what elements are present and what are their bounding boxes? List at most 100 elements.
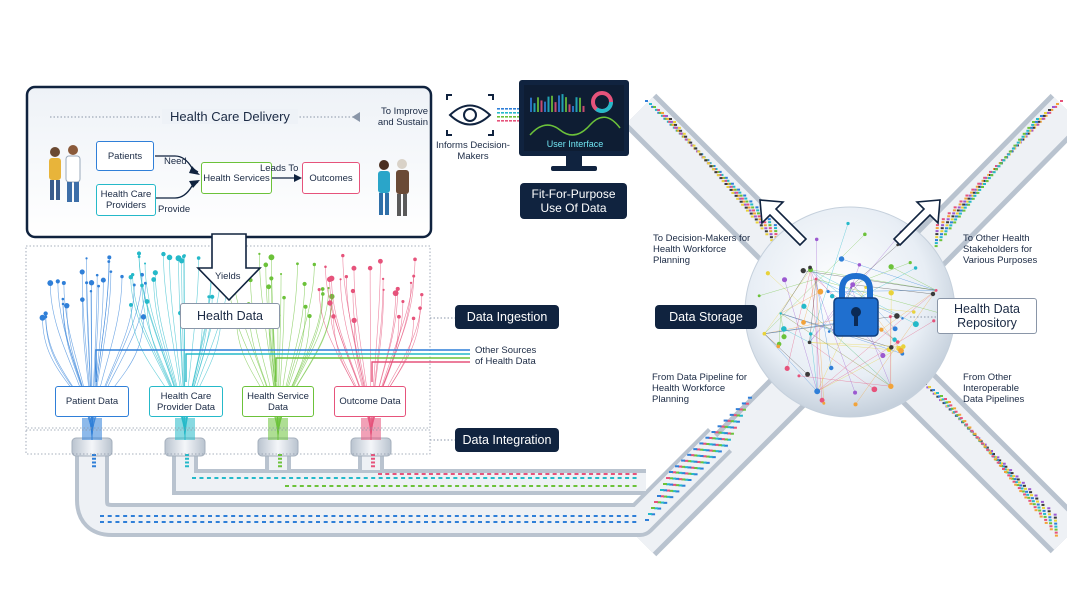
network-link bbox=[841, 258, 937, 291]
network-node bbox=[850, 282, 856, 288]
data-packet bbox=[1002, 159, 1006, 162]
data-packet bbox=[505, 116, 508, 118]
delivery-title: Health Care Delivery bbox=[162, 109, 298, 124]
data-packet bbox=[723, 438, 728, 441]
data-packet bbox=[393, 521, 398, 523]
data-packet bbox=[400, 515, 405, 517]
monitor-bar bbox=[547, 96, 550, 112]
data-packet bbox=[752, 209, 756, 212]
monitor-bar bbox=[537, 97, 539, 112]
data-packet bbox=[192, 521, 197, 523]
data-packet bbox=[493, 521, 498, 523]
data-packet bbox=[668, 120, 672, 123]
data-packet bbox=[665, 115, 668, 117]
data-packet bbox=[1028, 499, 1032, 502]
to-other-stakeholders-label: To Other Health Stakeholders for Various… bbox=[963, 233, 1038, 266]
data-packet bbox=[679, 129, 683, 132]
data-packet bbox=[934, 392, 937, 395]
data-packet bbox=[185, 457, 189, 460]
data-packet bbox=[416, 515, 421, 517]
network-node bbox=[827, 330, 831, 333]
data-packet bbox=[578, 515, 583, 517]
data-packet bbox=[555, 521, 560, 523]
network-node bbox=[901, 344, 906, 349]
data-ingestion-box: Data Ingestion bbox=[455, 305, 559, 329]
data-packet bbox=[559, 473, 564, 475]
data-packet bbox=[732, 185, 736, 188]
data-packet bbox=[254, 515, 259, 517]
fibre-dot bbox=[88, 280, 95, 286]
data-packet bbox=[693, 467, 698, 469]
informs-label: Informs Decision-Makers bbox=[436, 140, 510, 162]
data-packet bbox=[192, 515, 197, 517]
data-packet bbox=[769, 230, 773, 233]
data-packet bbox=[616, 515, 621, 517]
data-packet bbox=[953, 206, 957, 209]
data-packet bbox=[970, 429, 974, 432]
data-packet bbox=[1054, 522, 1058, 525]
data-packet bbox=[690, 466, 695, 469]
monitor-bar bbox=[565, 97, 567, 112]
data-packet bbox=[407, 473, 412, 475]
data-packet bbox=[755, 206, 759, 209]
data-packet bbox=[741, 402, 746, 405]
monitor-bar bbox=[568, 104, 571, 112]
data-packet bbox=[934, 245, 938, 248]
data-packet bbox=[935, 233, 939, 236]
data-packet bbox=[704, 159, 708, 162]
leads-to-label: Leads To bbox=[260, 163, 299, 174]
data-packet bbox=[945, 227, 948, 230]
x-pipe-data-streams bbox=[645, 100, 1063, 537]
data-packet bbox=[723, 444, 728, 447]
data-packet bbox=[767, 218, 771, 221]
data-packet bbox=[497, 108, 500, 110]
data-packet bbox=[696, 461, 701, 463]
data-packet bbox=[423, 477, 428, 479]
data-packet bbox=[732, 420, 737, 423]
data-packet bbox=[477, 485, 482, 487]
data-packet bbox=[508, 515, 513, 517]
data-packet bbox=[200, 521, 205, 523]
data-packet bbox=[940, 230, 944, 233]
data-packet bbox=[935, 227, 939, 230]
data-packet bbox=[1039, 515, 1043, 518]
data-packet bbox=[1008, 150, 1012, 153]
data-packet bbox=[524, 515, 529, 517]
data-packet bbox=[971, 188, 975, 191]
data-packet bbox=[714, 450, 719, 453]
data-packet bbox=[696, 448, 701, 451]
data-packet bbox=[1017, 487, 1021, 490]
data-packet bbox=[935, 224, 939, 227]
data-packet bbox=[963, 200, 967, 203]
data-packet bbox=[578, 521, 583, 523]
network-link bbox=[780, 267, 811, 314]
data-packet bbox=[366, 485, 371, 487]
data-packet bbox=[711, 431, 716, 433]
data-packet bbox=[354, 521, 359, 523]
network-node bbox=[888, 315, 892, 319]
data-packet bbox=[985, 176, 989, 179]
data-packet bbox=[651, 513, 656, 516]
fibre-dot bbox=[136, 251, 142, 256]
data-packet bbox=[513, 108, 516, 110]
data-packet bbox=[965, 203, 968, 206]
data-packet bbox=[712, 165, 716, 167]
data-packet bbox=[747, 396, 752, 399]
data-packet bbox=[983, 443, 987, 446]
data-packet bbox=[940, 398, 943, 401]
data-packet bbox=[981, 186, 984, 188]
data-packet bbox=[1027, 126, 1031, 129]
data-packet bbox=[694, 147, 698, 150]
data-packet bbox=[1013, 478, 1017, 481]
data-packet bbox=[675, 477, 680, 480]
fibre-dot bbox=[137, 255, 141, 259]
data-packet bbox=[773, 224, 777, 227]
data-packet bbox=[458, 473, 463, 475]
data-packet bbox=[455, 485, 460, 487]
data-packet bbox=[610, 485, 615, 487]
data-packet bbox=[645, 100, 648, 102]
data-packet bbox=[570, 521, 575, 523]
data-packet bbox=[651, 105, 655, 108]
data-packet bbox=[657, 507, 662, 510]
data-packet bbox=[281, 477, 286, 479]
